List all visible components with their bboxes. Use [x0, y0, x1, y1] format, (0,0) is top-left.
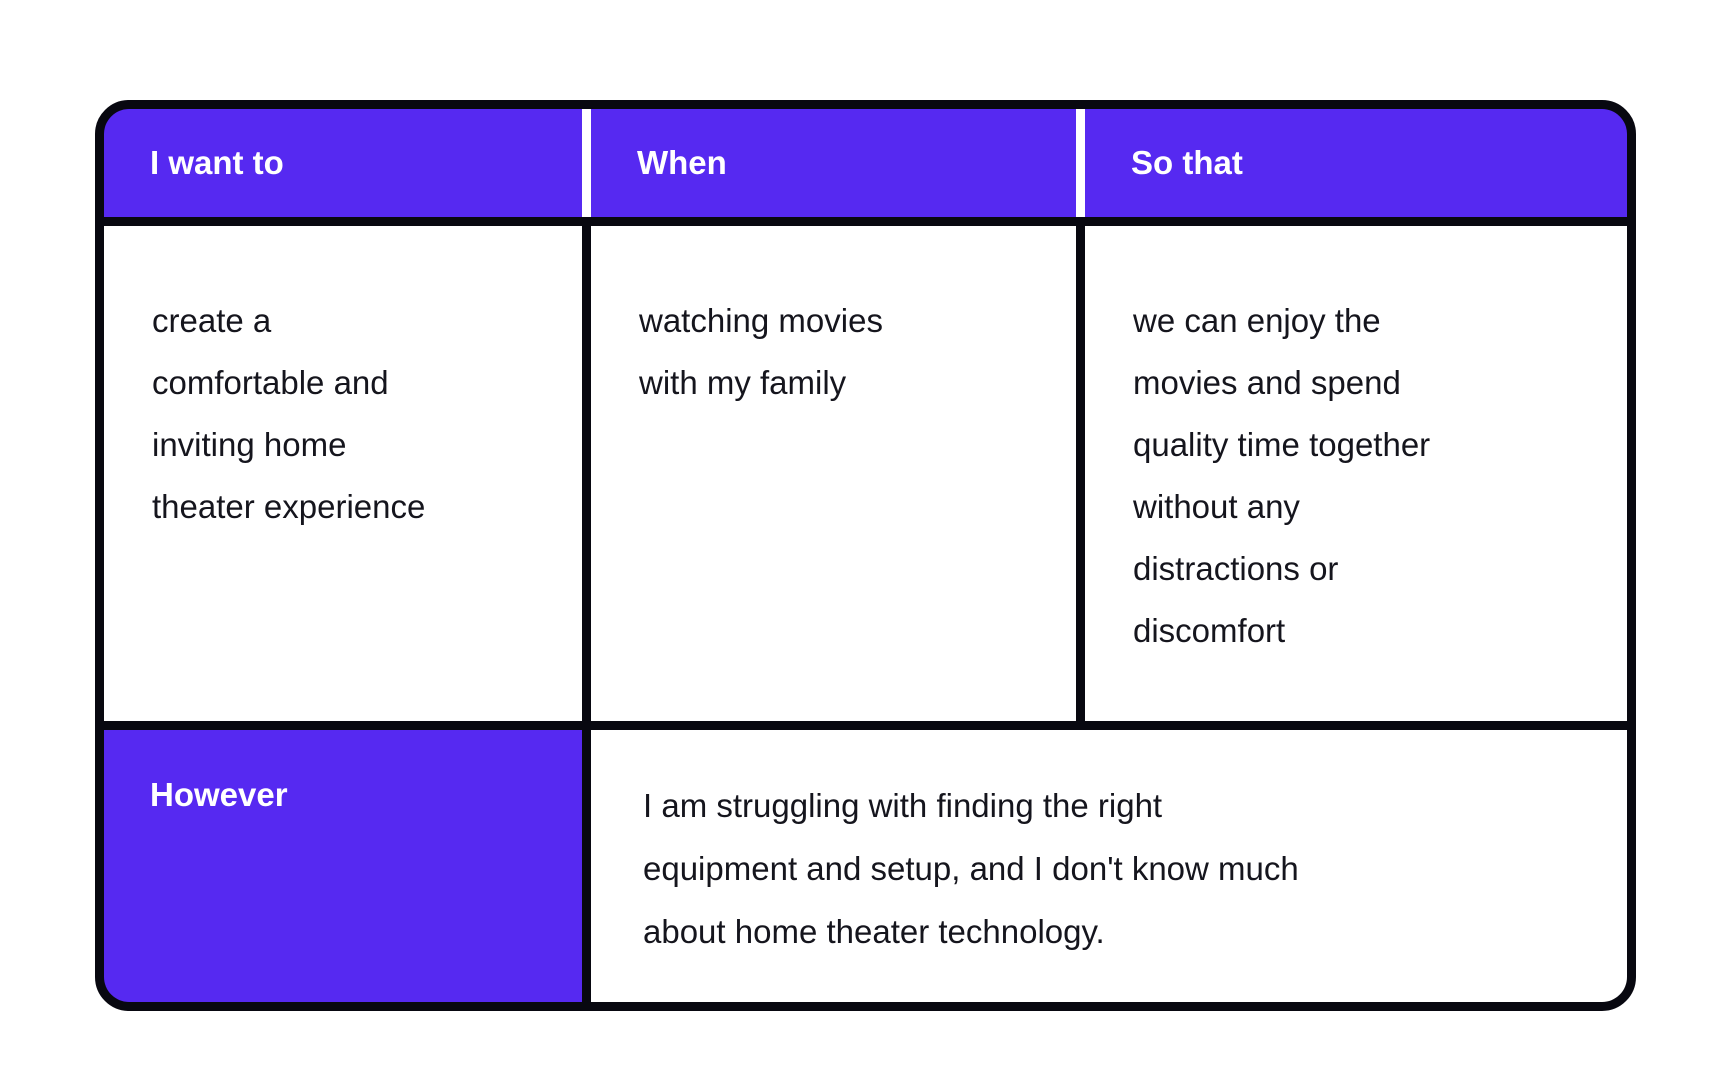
body-cell-so-that: we can enjoy the movies and spend qualit…: [1076, 226, 1627, 721]
body-cell-when: watching movies with my family: [582, 226, 1076, 721]
header-cell-when: When: [582, 109, 1076, 217]
body-cell-i-want-to: create a comfortable and inviting home t…: [104, 226, 582, 721]
however-label-cell: However: [104, 730, 582, 1002]
however-text-cell: I am struggling with finding the right e…: [582, 730, 1627, 1002]
header-cell-so-that: So that: [1076, 109, 1627, 217]
user-story-table: I want to When So that create a comforta…: [95, 100, 1636, 1011]
header-cell-i-want-to: I want to: [104, 109, 582, 217]
